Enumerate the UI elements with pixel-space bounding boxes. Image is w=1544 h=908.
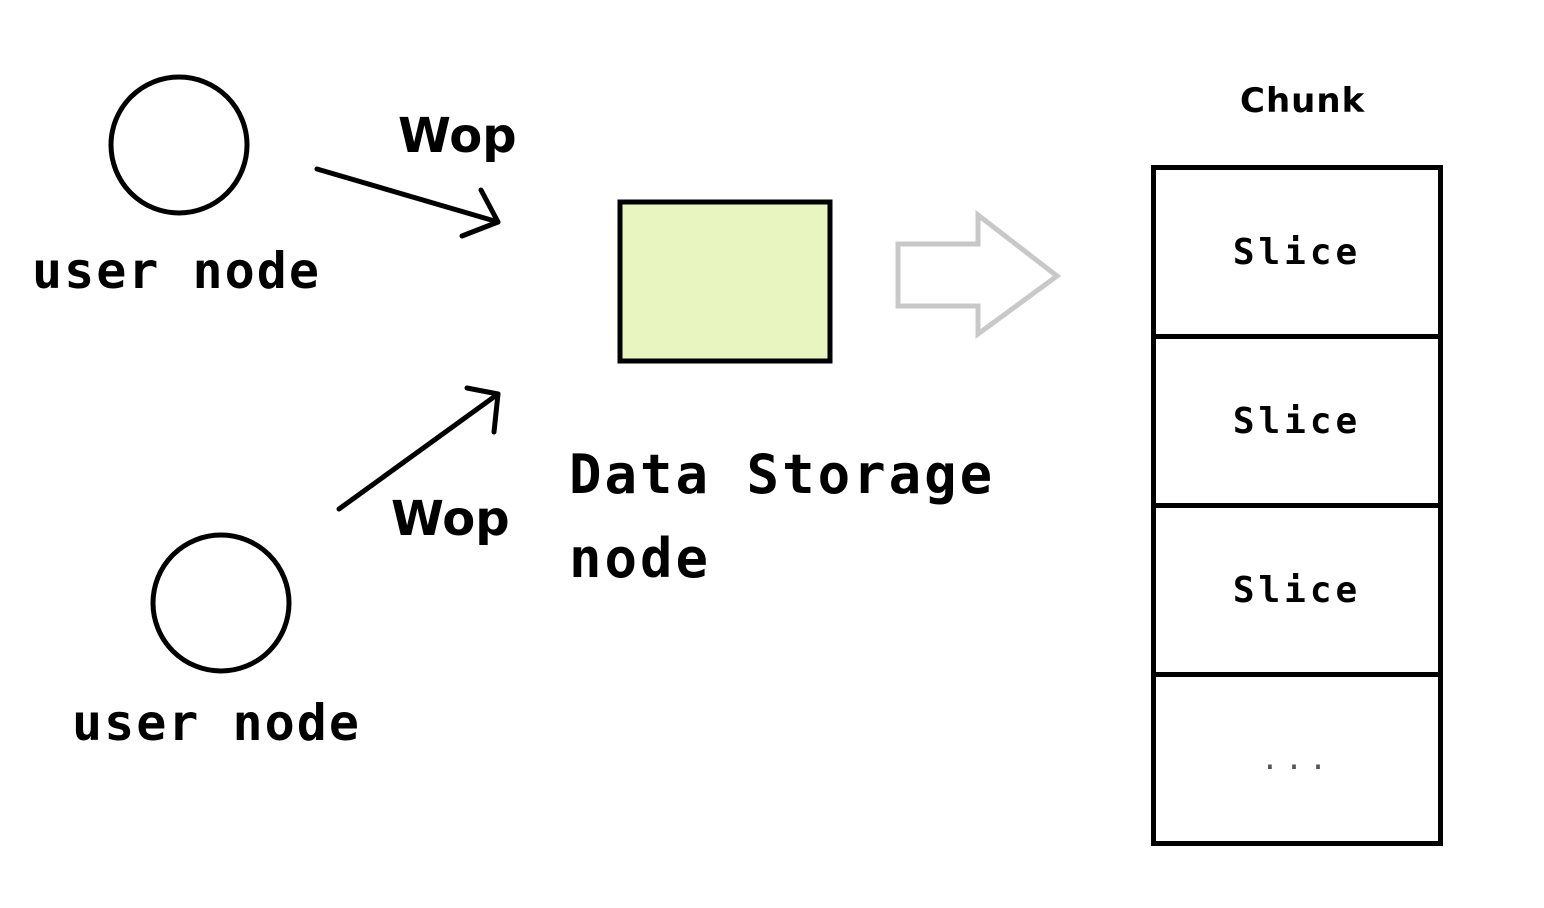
user-node-circle-bottom [150, 532, 292, 674]
user-node-circle-top [108, 74, 250, 216]
chunk-title: Chunk [1240, 81, 1366, 121]
data-storage-node-label-line2: node [569, 527, 712, 590]
wop-label-top: Wop [398, 108, 517, 164]
wop-label-bottom: Wop [391, 491, 510, 547]
chunk-ellipsis-cell: ... [1260, 741, 1334, 777]
user-node-label-top: user node [32, 242, 321, 300]
chunk-slice-2: Slice [1156, 339, 1438, 508]
chunk-table: Slice Slice Slice ... [1151, 165, 1443, 846]
chunk-slice-1: Slice [1156, 170, 1438, 339]
chunk-slice-3: Slice [1156, 508, 1438, 677]
user-node-label-bottom: user node [72, 694, 361, 752]
data-storage-node-label-line1: Data Storage [569, 443, 996, 506]
transfer-arrow [895, 209, 1062, 339]
data-storage-node-box [617, 199, 833, 364]
wop-arrow-top [314, 166, 501, 239]
wop-arrow-bottom [336, 385, 501, 512]
